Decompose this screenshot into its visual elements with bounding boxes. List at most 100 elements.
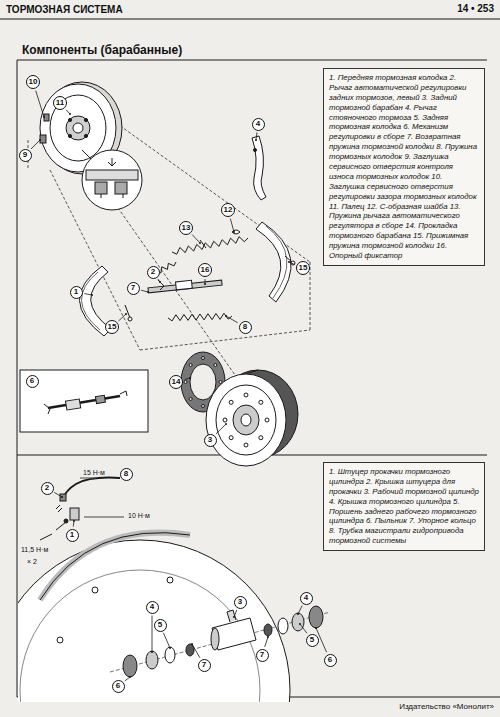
leader-line xyxy=(158,279,160,282)
hole xyxy=(229,436,233,440)
leader-dot xyxy=(288,261,290,263)
spring xyxy=(150,262,176,276)
leader-line xyxy=(234,610,237,617)
callout-number: 7 xyxy=(198,659,211,672)
leader-dot xyxy=(225,315,227,317)
frame-line xyxy=(17,60,18,697)
leader-dot xyxy=(199,242,201,244)
callout-number: 3 xyxy=(234,596,247,609)
callout-number: 9 xyxy=(19,149,32,162)
callout-number: 4 xyxy=(300,592,313,605)
publisher-footer: Издательство «Монолит» xyxy=(399,702,494,711)
leader-line xyxy=(192,644,200,658)
callout-number: 4 xyxy=(146,601,159,614)
leader-line xyxy=(226,316,238,323)
leader-line xyxy=(205,279,206,284)
callout-text: 4 xyxy=(150,603,154,611)
torque-value: 15 Н·м xyxy=(82,469,106,476)
leader-line xyxy=(125,677,130,681)
leader-dot xyxy=(267,636,269,638)
leader-dot xyxy=(125,313,127,315)
return-springs xyxy=(150,237,248,321)
callout-number: 2 xyxy=(147,266,160,279)
leader-dot xyxy=(151,651,153,653)
leader-dot xyxy=(39,139,41,141)
leader-dot xyxy=(225,423,227,425)
callout-number: 13 xyxy=(179,221,193,235)
hole xyxy=(244,393,248,397)
leader-line xyxy=(84,294,92,295)
leader-dot xyxy=(255,139,257,141)
callout-text: 15 xyxy=(108,323,117,331)
page-number: 14 • 253 xyxy=(457,3,494,14)
callout-number: 1 xyxy=(66,529,79,542)
leader-line xyxy=(73,521,75,527)
callout-number: 8 xyxy=(239,321,252,334)
title-rule xyxy=(17,59,487,60)
leader-line xyxy=(230,219,234,232)
callout-text: 3 xyxy=(208,436,212,444)
leader-dot xyxy=(233,231,235,233)
callout-text: 13 xyxy=(182,224,191,232)
leader-line xyxy=(289,262,295,264)
leader-dot xyxy=(297,613,299,615)
leader-dot xyxy=(129,676,131,678)
leader-line xyxy=(185,378,190,380)
spring xyxy=(172,237,248,255)
hole xyxy=(184,381,187,384)
adjuster-rod xyxy=(148,280,222,293)
backing-plate-assembly xyxy=(18,533,290,702)
callout-number: 15 xyxy=(105,320,119,334)
callout-number: 6 xyxy=(112,680,125,693)
hole xyxy=(229,400,233,404)
leader-line xyxy=(152,616,153,653)
legend-text: 1. Штуцер прокачки тормозного цилиндра 2… xyxy=(329,467,479,545)
callout-text: 9 xyxy=(23,151,27,159)
callout-text: 14 xyxy=(172,378,181,386)
callout-text: 4 xyxy=(304,594,308,602)
callout-text: 16 xyxy=(201,266,210,274)
leader-dot xyxy=(43,116,45,118)
hole xyxy=(244,443,248,447)
callout-number: 12 xyxy=(221,203,235,217)
leader-dot xyxy=(61,496,63,498)
callout-text: 12 xyxy=(224,206,233,214)
spring xyxy=(168,313,232,321)
leader-dot xyxy=(69,113,71,115)
leader-line xyxy=(54,492,62,497)
hole xyxy=(265,418,269,422)
legend-box: 1. Передняя тормозная колодка 2. Рычаг а… xyxy=(323,68,485,266)
leader-dot xyxy=(299,623,301,625)
callout-number: 6 xyxy=(26,375,39,388)
callout-number: 1 xyxy=(70,286,83,299)
leader-line xyxy=(119,314,126,321)
callout-number: 3 xyxy=(204,434,217,447)
legend-box: 1. Штуцер прокачки тормозного цилиндра 2… xyxy=(323,462,485,551)
leader-line xyxy=(66,110,70,114)
leader-dot xyxy=(147,291,149,293)
leader-dot xyxy=(91,294,93,296)
callout-text: 11 xyxy=(56,99,64,107)
callout-text: 1 xyxy=(70,531,74,539)
running-head: ТОРМОЗНАЯ СИСТЕМА xyxy=(6,4,123,15)
leader-line xyxy=(163,633,170,648)
leader-line xyxy=(300,624,307,633)
leader-line xyxy=(192,235,200,243)
leader-line xyxy=(216,424,226,434)
hole xyxy=(259,400,263,404)
callout-text: 2 xyxy=(151,268,155,276)
callout-text: 7 xyxy=(202,661,206,669)
callout-number: 11 xyxy=(53,96,67,110)
leader-line xyxy=(36,91,44,117)
leader-line xyxy=(265,637,268,647)
callout-text: 10 xyxy=(29,78,38,86)
wheel-cylinder-parts xyxy=(110,606,330,677)
callout-text: 4 xyxy=(256,120,260,128)
leader-dot xyxy=(169,647,171,649)
callout-text: 15 xyxy=(299,264,308,272)
adjuster-inset xyxy=(20,370,148,432)
hole xyxy=(214,364,217,367)
callout-number: 5 xyxy=(306,634,319,647)
leader-line xyxy=(141,290,148,292)
leader-dot xyxy=(204,283,206,285)
